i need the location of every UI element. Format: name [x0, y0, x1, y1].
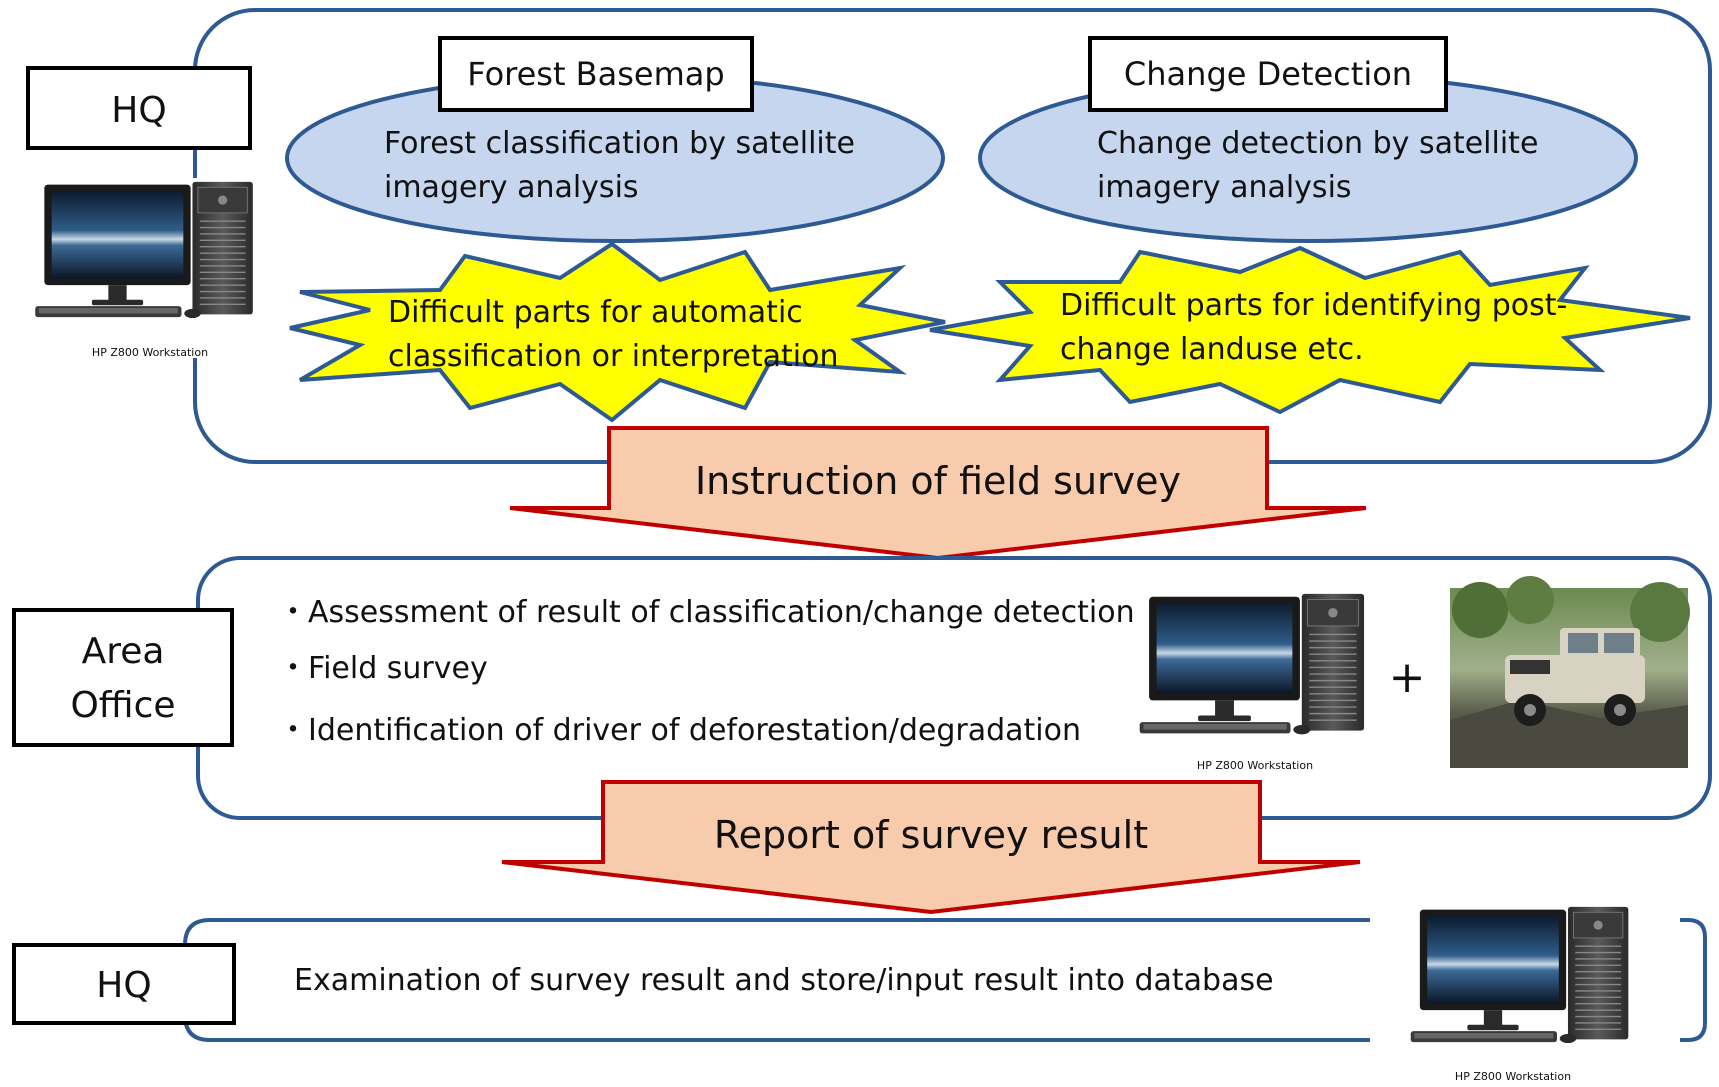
- change-detection-title-box: [1088, 36, 1448, 112]
- hq-top-workstation-caption: HP Z800 Workstation: [92, 346, 208, 359]
- hq-bottom-label-box: [12, 943, 236, 1025]
- area-office-item: ・Assessment of result of classification/…: [278, 595, 1135, 630]
- instruction-arrow-label: Instruction of field survey: [695, 459, 1181, 503]
- forest-basemap-ellipse-line1: Forest classification by satellite: [384, 126, 855, 161]
- hq-bottom-workstation-caption: HP Z800 Workstation: [1455, 1070, 1571, 1083]
- change-detection-burst: [929, 245, 1691, 415]
- change-detection-title: Change Detection: [1124, 55, 1412, 93]
- forest-basemap-burst-line2: classification or interpretation: [388, 339, 839, 374]
- hq-top-panel: [193, 8, 1712, 464]
- change-detection-burst-line1: Difficult parts for identifying post-: [1060, 288, 1567, 323]
- hq-bottom-workstation-icon: [1375, 905, 1675, 1085]
- hq-top-workstation-icon: [22, 178, 277, 358]
- forest-basemap-title-box: [438, 36, 754, 112]
- report-arrow: [501, 780, 1361, 915]
- plus-sign: +: [1389, 652, 1426, 703]
- suv-photo-icon: [1450, 576, 1690, 768]
- area-office-item: ・Identification of driver of deforestati…: [278, 713, 1081, 748]
- forest-basemap-burst-line1: Difficult parts for automatic: [388, 295, 803, 330]
- area-office-workstation-caption: HP Z800 Workstation: [1197, 759, 1313, 772]
- hq-top-label: HQ: [111, 90, 166, 131]
- area-office-label-line2: Office: [70, 685, 175, 726]
- hq-bottom-label: HQ: [96, 965, 151, 1006]
- change-detection-ellipse-line1: Change detection by satellite: [1097, 126, 1538, 161]
- area-office-item: ・Field survey: [278, 651, 488, 686]
- forest-basemap-burst: [289, 241, 946, 423]
- report-arrow-label: Report of survey result: [714, 813, 1148, 857]
- forest-basemap-ellipse-line2: imagery analysis: [384, 170, 639, 205]
- forest-basemap-title: Forest Basemap: [467, 55, 724, 93]
- change-detection-ellipse-line2: imagery analysis: [1097, 170, 1352, 205]
- hq-top-label-box: [26, 66, 252, 150]
- change-detection-burst-line2: change landuse etc.: [1060, 332, 1364, 367]
- area-office-label-line1: Area: [82, 631, 165, 672]
- instruction-arrow: [509, 426, 1367, 561]
- hq-bottom-text: Examination of survey result and store/i…: [294, 963, 1274, 998]
- area-office-label-box: [12, 608, 234, 747]
- area-office-workstation-icon: [1138, 593, 1365, 736]
